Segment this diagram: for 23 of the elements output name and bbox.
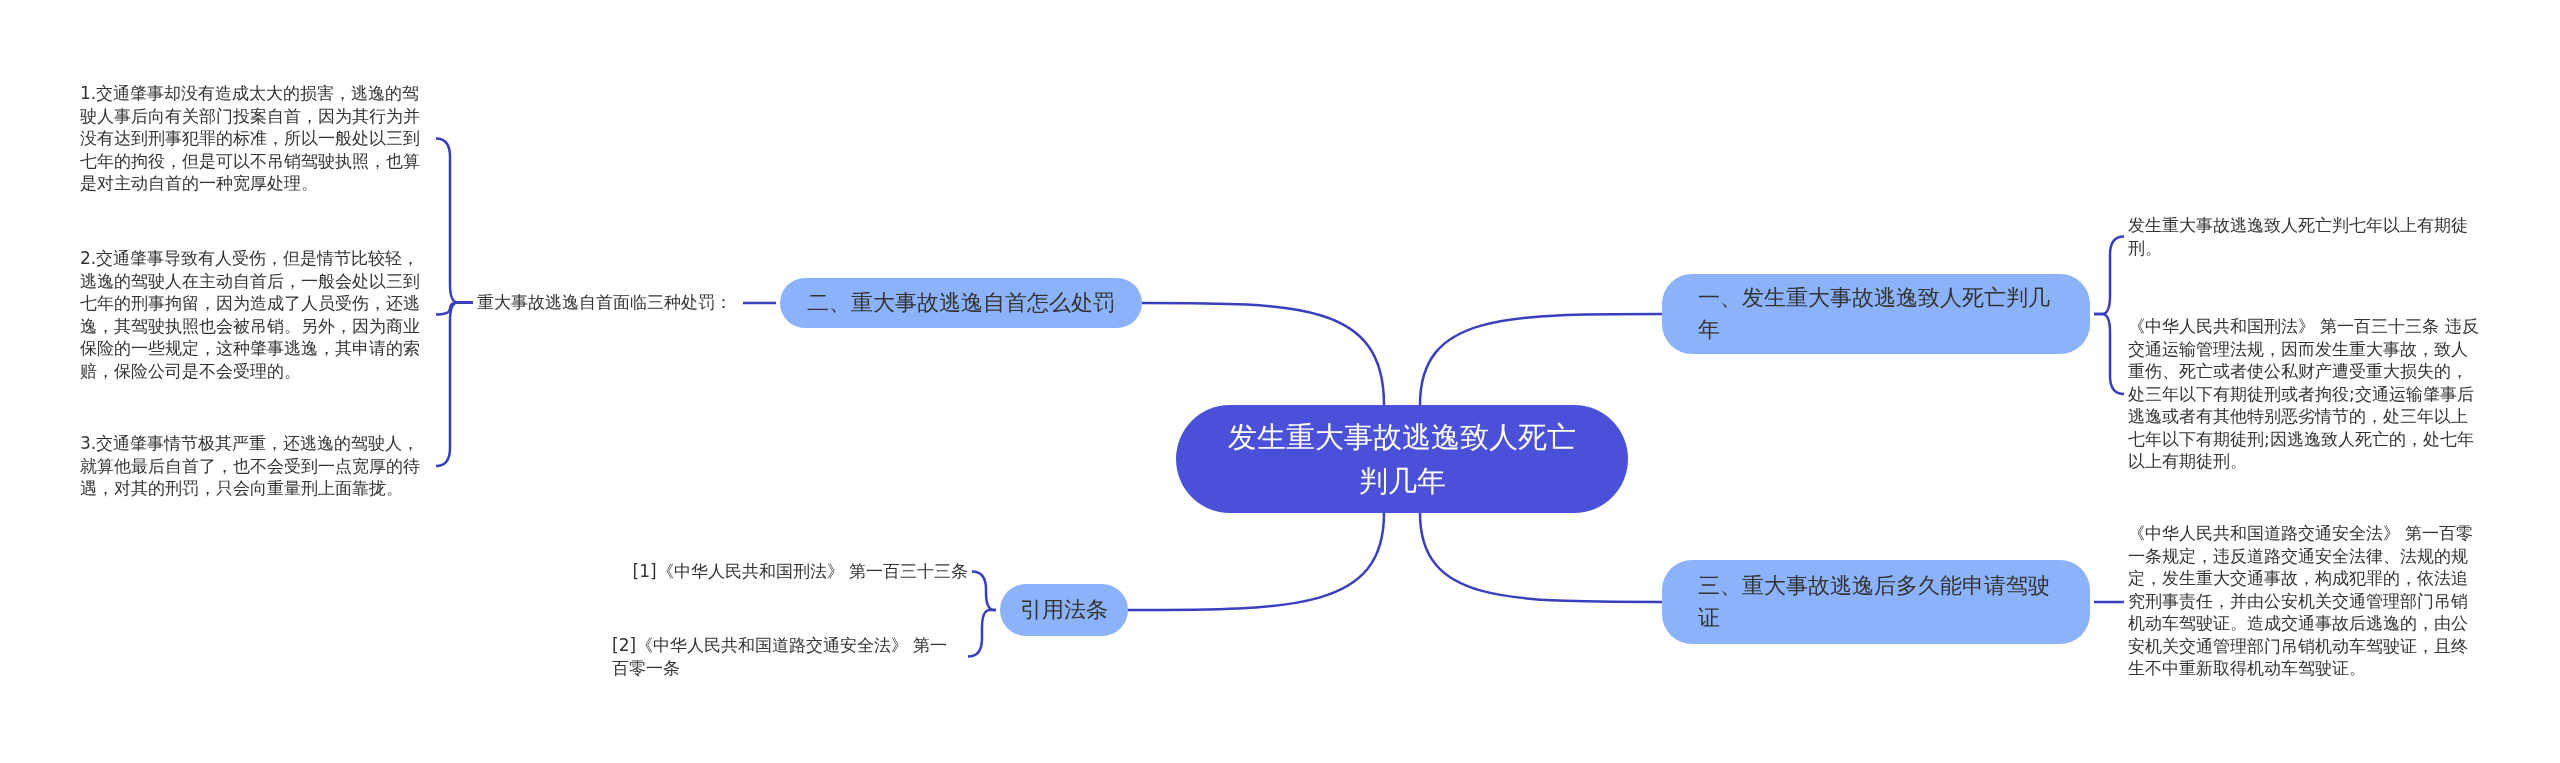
connector-line — [1418, 512, 1662, 604]
connector-line — [1128, 512, 1386, 612]
connector-line — [967, 608, 996, 658]
note-text: 2.交通肇事导致有人受伤，但是情节比较轻，逃逸的驾驶人在主动自首后，一般会处以三到七年的刑事拘留，因为造成了人员受伤，还逃逸，其驾驶执照也会被吊销。另外，因为商业保险的一些规定，这种肇事逃逸，其申请的索赔，保险公司是不会受理的。 — [80, 247, 432, 382]
central-topic-box: 发生重大事故逃逸致人死亡判几年 — [1176, 405, 1628, 513]
note-text: 《中华人民共和国刑法》 第一百三十三条 违反交通运输管理法规，因而发生重大事故，致人重伤、死亡或者使公私财产遭受重大损失的，处三年以下有期徒刑或者拘役;交通运输肇事后逃逸或者有其他特别恶劣情节的，处三年以上七年以下有期徒刑;因逃逸致人死亡的，处七年以上有期徒刑。 — [2128, 315, 2483, 473]
note-text: 发生重大事故逃逸致人死亡判七年以上有期徒刑。 — [2128, 214, 2483, 259]
connector-line — [435, 301, 473, 468]
note-text: 3.交通肇事情节极其严重，还逃逸的驾驶人，就算他最后自首了，也不会受到一点宽厚的待遇，对其的刑罚，只会向重量刑上面靠拢。 — [80, 432, 432, 500]
note-text: [1]《中华人民共和国刑法》 第一百三十三条 — [618, 560, 968, 583]
note-text: 《中华人民共和国道路交通安全法》 第一百零一条规定，违反道路交通安全法律、法规的规定，发生重大交通事故，构成犯罪的，依法追究刑事责任，并由公安机关交通管理部门吊销机动车驾驶证。造成交通事故后逃逸的，由公安机关交通管理部门吊销机动车驾驶证，且终生不中重新取得机动车驾驶证。 — [2128, 522, 2483, 680]
topic-box: 引用法条 — [1000, 584, 1128, 636]
note-text: [2]《中华人民共和国道路交通安全法》 第一百零一条 — [612, 634, 964, 679]
connector-line — [2094, 312, 2125, 396]
topic-box: 一、发生重大事故逃逸致人死亡判几年 — [1662, 274, 2090, 354]
connector-line — [1418, 312, 1662, 406]
connector-line — [1142, 301, 1386, 406]
note-text: 1.交通肇事却没有造成太大的损害，逃逸的驾驶人事后向有关部门投案自首，因为其行为并没有达到刑事犯罪的标准，所以一般处以三到七年的拘役，但是可以不吊销驾驶执照，也算是对主动自首的一种宽厚处理。 — [80, 82, 432, 195]
topic-box: 二、重大事故逃逸自首怎么处罚 — [780, 278, 1142, 328]
connector-line — [2094, 600, 2124, 604]
note-text: 重大事故逃逸自首面临三种处罚： — [477, 291, 739, 314]
topic-box: 三、重大事故逃逸后多久能申请驾驶证 — [1662, 560, 2090, 644]
connector-line — [743, 301, 776, 305]
